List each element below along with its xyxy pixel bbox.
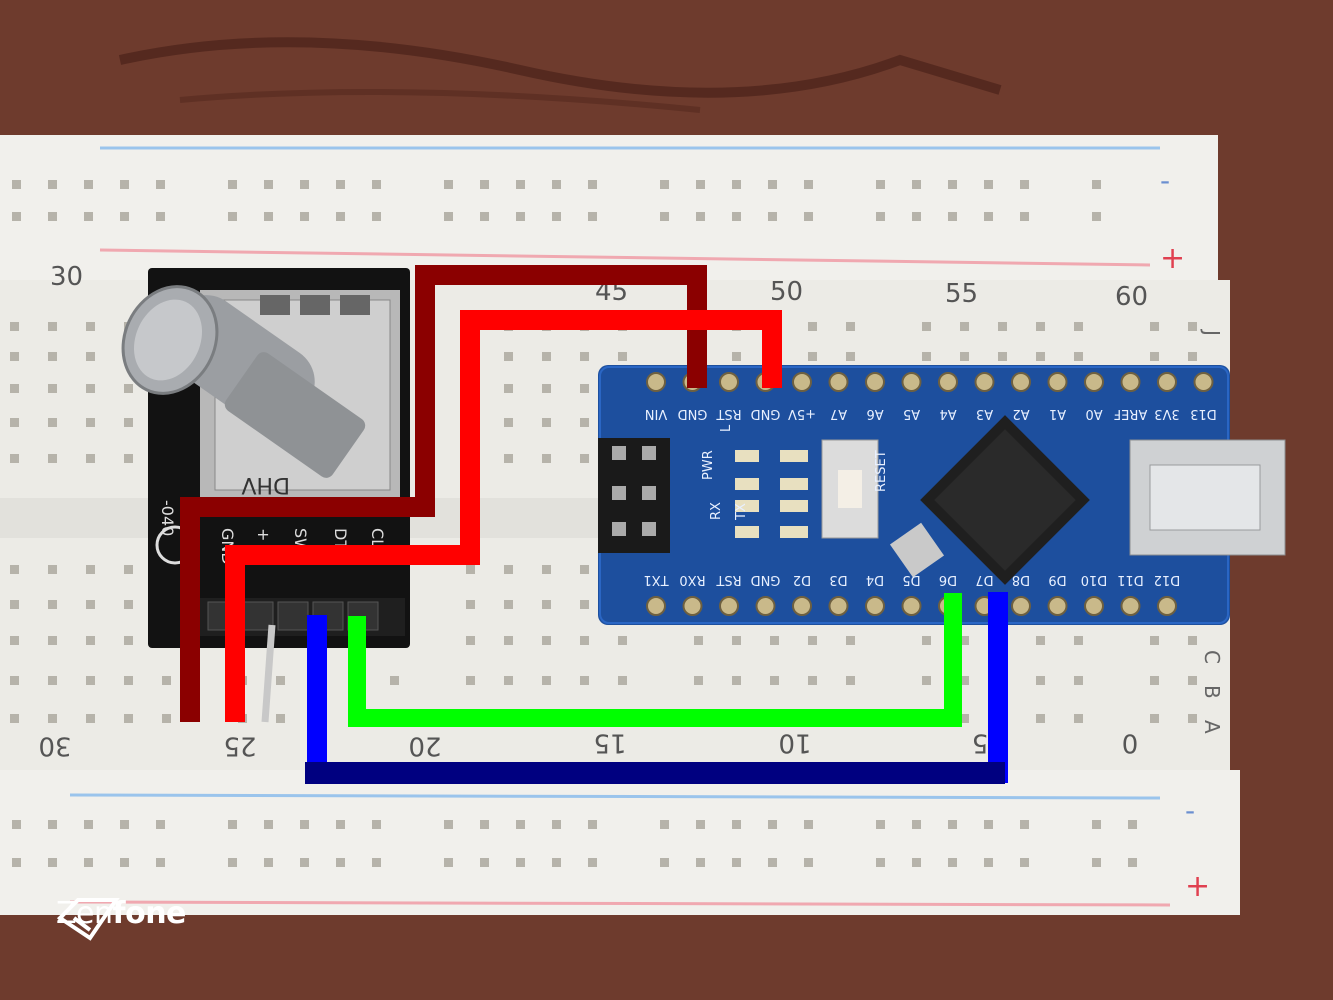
nano-top-pin-label: A0 <box>1085 406 1102 421</box>
nano-bottom-pin <box>1120 596 1141 616</box>
nano-top-pin <box>1193 372 1214 392</box>
column-number-bottom: 5 <box>972 728 989 758</box>
nano-bottom-pin <box>1011 596 1031 616</box>
nano-bottom-pin-label: TX1 <box>643 572 669 587</box>
nano-top-pin-label: GND <box>751 406 781 421</box>
rail-plus-bottom: + <box>1185 869 1210 904</box>
nano-top-pin <box>719 372 739 392</box>
column-number-bottom: 10 <box>778 728 811 758</box>
nano-bottom-pin-label: D3 <box>829 572 847 587</box>
nano-board-label: TX <box>734 503 749 521</box>
nano-bottom-pin-label: GND <box>751 572 781 587</box>
row-letter: J <box>1200 328 1224 336</box>
nano-bottom-pin <box>792 596 812 616</box>
nano-bottom-pin-label: D8 <box>1012 572 1030 587</box>
nano-bottom-pin <box>646 596 666 616</box>
wire-vcc <box>225 310 782 722</box>
column-number-top: 55 <box>945 279 978 309</box>
rail-minus-bottom: - <box>1185 794 1195 827</box>
nano-bottom-pin <box>1157 596 1177 616</box>
nano-bottom-pin <box>1047 596 1068 616</box>
nano-top-pin <box>1011 372 1031 392</box>
nano-top-pin-label: GND <box>678 406 708 421</box>
column-number-bottom: 15 <box>593 728 626 758</box>
nano-top-pin-label: RST <box>716 406 741 421</box>
nano-board-label: RESET <box>874 450 889 492</box>
nano-top-pin <box>974 372 995 392</box>
nano-bottom-pin-label: D10 <box>1081 572 1108 587</box>
nano-top-pin-label: 3V3 <box>1154 406 1179 421</box>
nano-top-pin <box>1084 372 1104 392</box>
nano-top-pin <box>646 372 666 392</box>
nano-bottom-pin <box>901 596 922 616</box>
encoder-pin-label: DT <box>331 528 350 550</box>
nano-top-pin-label: +5V <box>788 406 816 421</box>
zenfone-logo-icon <box>56 898 120 941</box>
nano-bottom-pin-label: D7 <box>975 572 993 587</box>
nano-bottom-pin <box>719 596 739 616</box>
nano-bottom-pin-label: D4 <box>866 572 884 587</box>
nano-top-pin-label: AREF <box>1114 406 1148 421</box>
encoder-side-text: -040 <box>158 500 177 536</box>
row-letter: C <box>1200 650 1224 664</box>
nano-top-pin-label: A5 <box>903 406 920 421</box>
wire-clk-bottom <box>305 762 1005 784</box>
column-number-bottom: 30 <box>38 731 71 761</box>
nano-bottom-pin-label: D5 <box>902 572 920 587</box>
nano-top-pin <box>1157 372 1177 392</box>
encoder-pin-label: + <box>254 528 273 541</box>
rail-minus-top: - <box>1160 164 1170 197</box>
nano-bottom-pin <box>682 596 703 616</box>
nano-top-pin <box>1047 372 1068 392</box>
column-number-top: 60 <box>1115 282 1148 312</box>
nano-top-pin-label: D13 <box>1190 406 1217 421</box>
bottom-power-rail <box>0 770 1240 915</box>
nano-bottom-pin-label: D11 <box>1117 572 1144 587</box>
nano-top-pin <box>1120 372 1141 392</box>
column-number-bottom: 20 <box>408 731 441 761</box>
row-letter: A <box>1200 720 1224 734</box>
column-number-top: 30 <box>50 262 83 292</box>
nano-bottom-pin <box>1084 596 1104 616</box>
wiring-overlay <box>180 265 1008 784</box>
column-number-top: 50 <box>770 277 803 307</box>
rail-plus-top: + <box>1160 241 1185 276</box>
encoder-body-text: DHV <box>241 472 290 497</box>
nano-top-pin-label: A1 <box>1049 406 1066 421</box>
nano-board-label: PWR <box>701 450 716 480</box>
nano-top-pin-label: A2 <box>1012 406 1029 421</box>
nano-bottom-pin-label: D12 <box>1154 572 1181 587</box>
nano-bottom-pin-label: RST <box>716 572 741 587</box>
nano-top-pin-label: VIN <box>645 406 667 421</box>
nano-top-pin-label: A7 <box>830 406 847 421</box>
column-number-bottom: 0 <box>1122 728 1139 758</box>
nano-bottom-pin-label: D6 <box>939 572 957 587</box>
nano-bottom-pin-label: RX0 <box>679 572 705 587</box>
nano-bottom-pin <box>865 596 885 616</box>
nano-bottom-pin <box>755 596 776 616</box>
wire-gnd <box>180 265 707 722</box>
arduino-nano: PWR L RX TX RESET VIN GND RST GND +5V A7 A6 A5 A4 A3 A… <box>598 365 1286 625</box>
nano-top-pin <box>828 372 849 392</box>
nano-bottom-pin-label: D9 <box>1048 572 1066 587</box>
row-letter: B <box>1200 685 1224 699</box>
nano-bottom-pin <box>828 596 849 616</box>
wire-dt <box>348 593 962 727</box>
nano-bottom-pin-label: D2 <box>793 572 811 587</box>
nano-top-pin <box>865 372 885 392</box>
zenfone-watermark: Zenfone <box>56 896 187 941</box>
column-number-bottom: 25 <box>223 731 256 761</box>
watermark-brand-b: fone <box>112 896 187 931</box>
nano-top-pin <box>792 372 812 392</box>
nano-board-label: L <box>719 424 734 432</box>
nano-board-label: RX <box>709 502 724 520</box>
nano-top-pin <box>901 372 922 392</box>
nano-top-pin-label: A4 <box>939 406 956 421</box>
nano-top-pin-label: A3 <box>976 406 993 421</box>
nano-top-pin-label: A6 <box>866 406 883 421</box>
nano-top-pin <box>938 372 958 392</box>
